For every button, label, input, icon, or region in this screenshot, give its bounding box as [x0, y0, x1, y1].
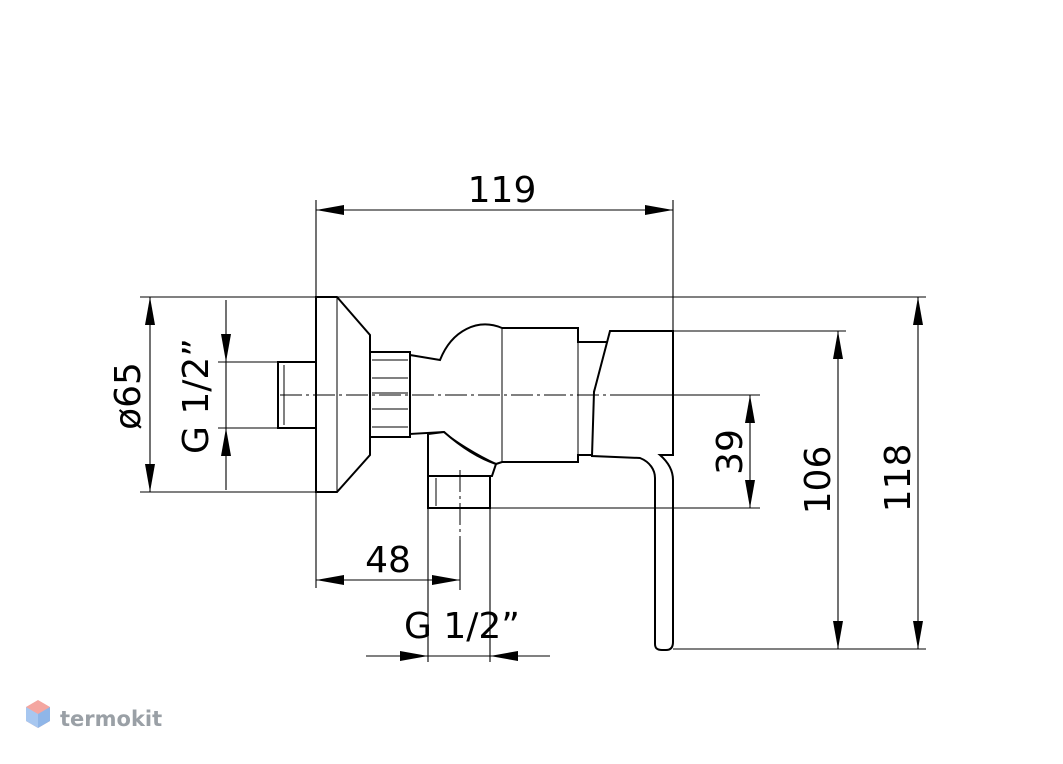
dim-lever-height: 106	[798, 446, 839, 515]
outlet-spout	[427, 430, 498, 477]
dimension-lines	[145, 205, 923, 661]
outlet-pipe	[427, 475, 491, 509]
dim-overall-length: 119	[468, 170, 537, 211]
dim-flange-diameter: ø65	[108, 362, 149, 430]
termokit-logo-icon	[26, 700, 50, 728]
watermark: termokit	[26, 700, 162, 731]
dim-outlet-thread: G 1/2”	[404, 606, 520, 647]
dim-total-height: 118	[878, 444, 919, 513]
lever-handle	[590, 330, 674, 651]
watermark-brand: termokit	[60, 707, 162, 731]
extension-lines	[140, 200, 926, 662]
mixer-outline	[277, 296, 674, 651]
dim-outlet-offset: 48	[365, 540, 411, 581]
center-lines	[280, 394, 620, 540]
dim-inlet-thread: G 1/2”	[176, 338, 217, 454]
dim-outlet-height: 39	[710, 429, 751, 475]
